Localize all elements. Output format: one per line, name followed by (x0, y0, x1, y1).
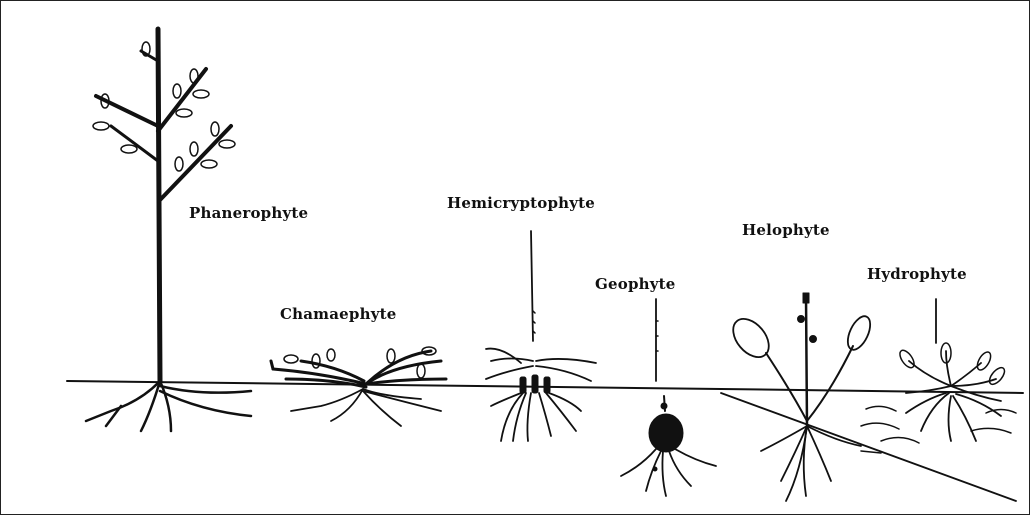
hemicryptophyte-plant (486, 231, 596, 441)
label-phanerophyte: Phanerophyte (189, 204, 308, 222)
phanerophyte-plant (86, 29, 251, 431)
label-chamaephyte: Chamaephyte (280, 305, 396, 323)
label-hemicryptophyte: Hemicryptophyte (447, 194, 595, 212)
water-surface-marks (861, 406, 1016, 453)
hydrophyte-plant (897, 299, 1007, 441)
label-hydrophyte: Hydrophyte (867, 265, 967, 283)
bank-slope-line (721, 393, 1016, 501)
chamaephyte-plant (271, 347, 446, 426)
helophyte-plant (726, 293, 875, 501)
label-helophyte: Helophyte (742, 221, 830, 239)
geophyte-plant (621, 299, 716, 496)
label-geophyte: Geophyte (595, 275, 676, 293)
